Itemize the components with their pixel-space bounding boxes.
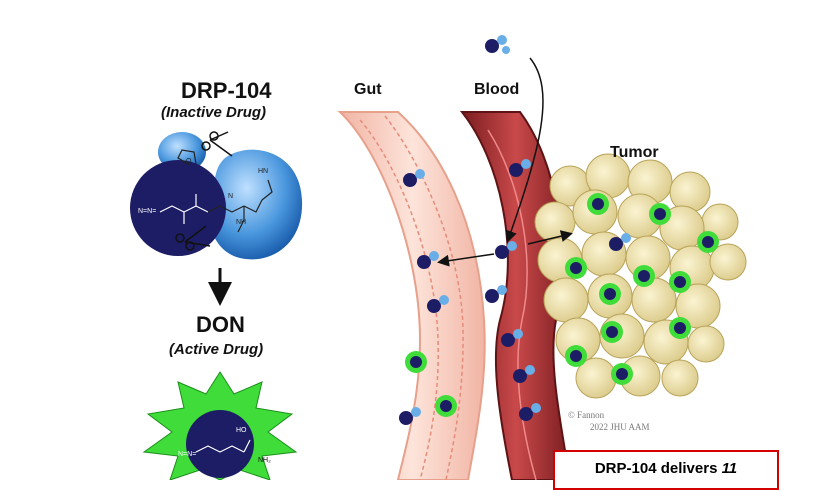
chem-n-label: N — [228, 193, 233, 200]
prodrug-molecule — [485, 35, 510, 54]
active-burst — [649, 203, 671, 225]
arrow-into-blood — [505, 57, 544, 243]
scissors-icon-top — [201, 131, 233, 157]
active-burst — [599, 283, 621, 305]
gut-tube — [337, 111, 486, 480]
blood-label: Blood — [474, 81, 520, 98]
active-drug-subtitle: (Active Drug) — [169, 341, 264, 358]
artist-signature: © Fannon — [568, 410, 605, 420]
arrow-to-tumor — [527, 230, 573, 245]
active-burst — [405, 351, 427, 373]
prodrug-illustration: N=N= O N HN NH — [130, 131, 303, 306]
summary-note-box: DRP-104 delivers 11 — [553, 450, 779, 490]
chem-ho-label: HO — [236, 427, 247, 434]
active-burst — [669, 271, 691, 293]
promoiety-large-blob — [209, 149, 303, 260]
active-burst — [435, 395, 457, 417]
tumor-label: Tumor — [610, 144, 659, 161]
prodrug-molecule — [399, 407, 421, 425]
active-drug-title: DON — [196, 312, 245, 337]
active-drug-illustration: N=N= HO NH₂ — [142, 371, 298, 480]
chem-nh-label: NH — [236, 219, 246, 226]
chem-azide-active-label: N=N= — [178, 451, 196, 458]
prodrug-molecule — [403, 169, 425, 187]
summary-note-emphasis: 11 — [721, 460, 738, 477]
active-burst — [565, 345, 587, 367]
prodrug-molecule — [427, 295, 449, 313]
drug-name-subtitle: (Inactive Drug) — [161, 104, 267, 121]
prodrug-molecule — [509, 159, 531, 177]
active-burst — [669, 317, 691, 339]
arrow-to-gut — [437, 253, 495, 267]
prodrug-core — [130, 160, 226, 256]
chem-azide-label: N=N= — [138, 208, 156, 215]
active-burst — [697, 231, 719, 253]
active-burst — [601, 321, 623, 343]
signature-line: 2022 JHU AAM — [590, 422, 650, 432]
chem-o-label: O — [186, 158, 192, 165]
prodrug-molecule — [519, 403, 541, 421]
chem-nh2-label: NH₂ — [258, 457, 271, 464]
active-burst — [565, 257, 587, 279]
chem-hn-label: HN — [258, 168, 268, 175]
active-burst — [587, 193, 609, 215]
prodrug-molecule — [485, 285, 507, 303]
prodrug-molecule — [609, 233, 631, 251]
prodrug-molecule — [501, 329, 523, 347]
prodrug-molecule — [513, 365, 535, 383]
prodrug-molecule — [417, 251, 439, 269]
active-burst — [633, 265, 655, 287]
mechanism-diagram: N=N= O N HN NH N=N= HO NH₂ — [130, 35, 747, 480]
summary-note-text: DRP-104 delivers — [594, 460, 722, 477]
prodrug-molecules — [399, 35, 631, 425]
drug-name-title: DRP-104 — [181, 78, 272, 103]
prodrug-molecule — [495, 241, 517, 259]
active-burst — [611, 363, 633, 385]
tumor-active-drug-bursts — [405, 193, 719, 417]
gut-label: Gut — [354, 81, 382, 98]
pathway-arrows — [437, 57, 573, 267]
active-drug-core — [186, 410, 254, 478]
scissors-icon-bottom — [175, 225, 211, 251]
